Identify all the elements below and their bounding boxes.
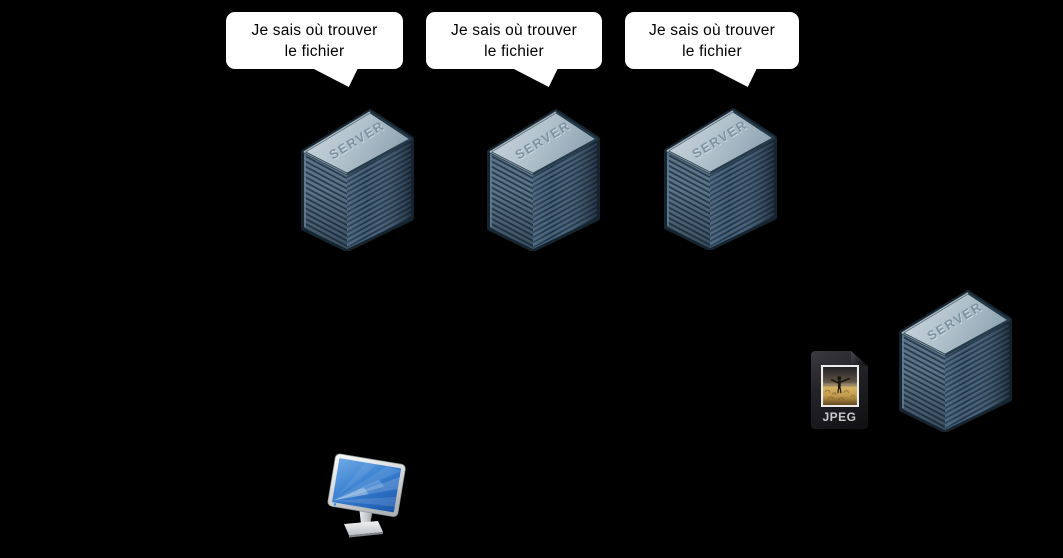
speech-bubble-2-line2: le fichier	[484, 42, 544, 60]
server-icon-4	[899, 289, 1012, 432]
photo-thumbnail	[821, 365, 859, 407]
server-icon-1	[301, 108, 414, 251]
speech-bubble-1-tail	[312, 68, 358, 87]
speech-bubble-2-line1: Je sais où trouver	[451, 21, 577, 39]
speech-bubble-3-line2: le fichier	[682, 42, 742, 60]
person-silhouette	[830, 376, 851, 394]
speech-bubble-2-tail	[512, 68, 558, 87]
speech-bubble-1-line2: le fichier	[284, 42, 345, 60]
file-type-label: JPEG	[822, 410, 857, 424]
speech-bubble-2: Je sais où trouver le fichier	[426, 12, 602, 87]
speech-bubble-1-line1: Je sais où trouver	[251, 21, 378, 39]
monitor-icon	[318, 446, 408, 541]
speech-bubble-3-line1: Je sais où trouver	[649, 21, 775, 39]
server-icon-3	[664, 107, 777, 250]
speech-bubble-3-tail	[711, 68, 757, 87]
jpeg-file-icon: JPEG	[811, 351, 868, 429]
speech-bubble-3: Je sais où trouver le fichier	[625, 12, 799, 87]
server-icon-2	[487, 108, 600, 251]
speech-bubble-1: Je sais où trouver le fichier	[226, 12, 403, 87]
photo-scene	[823, 367, 857, 405]
